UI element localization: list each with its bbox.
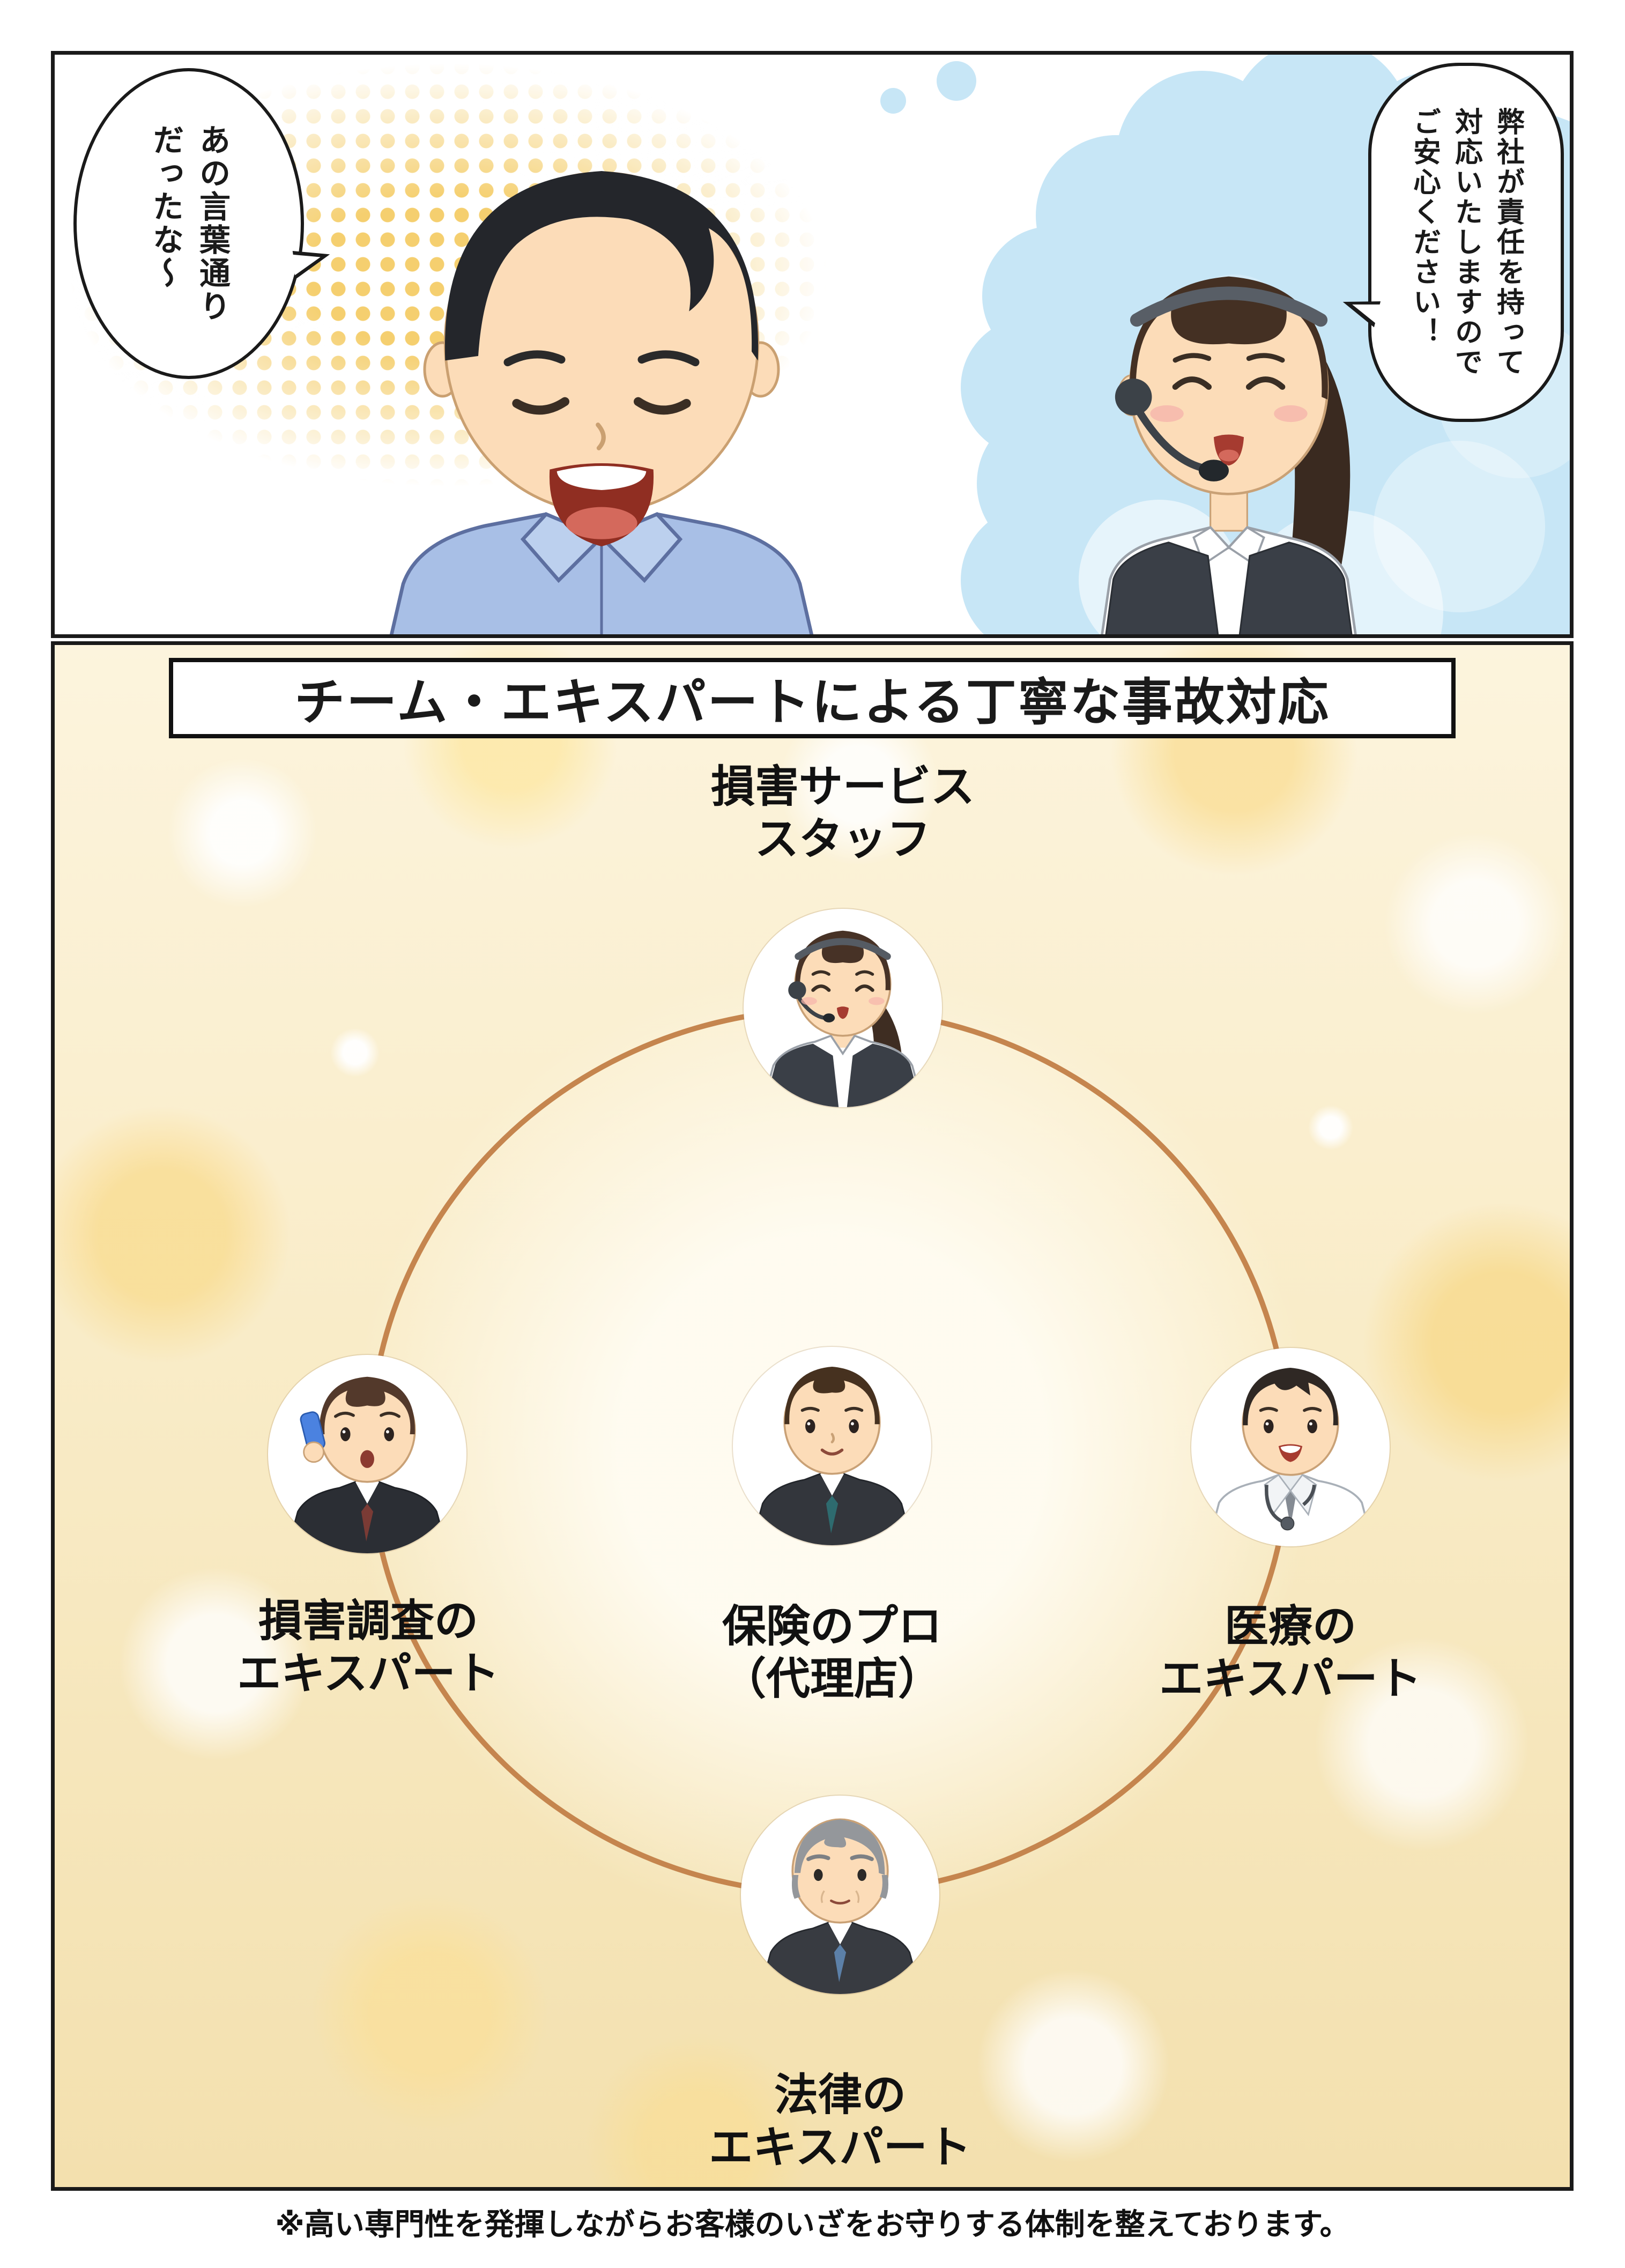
section-title-box: チーム・エキスパートによる丁寧な事故対応 bbox=[169, 658, 1456, 738]
label-legal-expert: 法律の エキスパート bbox=[709, 2071, 971, 2173]
label-claims-investigator: 損害調査の エキスパート bbox=[237, 1597, 500, 1699]
operator-speech-bubble: 弊社が責任を持って 対応いたしますので ご安心ください！ bbox=[1338, 63, 1564, 422]
avatar-claims-investigator bbox=[268, 1355, 466, 1553]
thought-trail-dot bbox=[880, 88, 906, 114]
bubble-tail-fill bbox=[292, 250, 323, 276]
team-diagram-panel: チーム・エキスパートによる丁寧な事故対応 損害サービス スタッフ bbox=[51, 641, 1574, 2191]
avatar-claims-staff bbox=[744, 909, 942, 1107]
operator-speech-text: 弊社が責任を持って 対応いたしますので ご安心ください！ bbox=[1408, 107, 1524, 377]
avatar-insurance-agent bbox=[733, 1347, 931, 1545]
label-claims-staff: 損害サービス スタッフ bbox=[710, 762, 975, 864]
man-speech-bubble: あの言葉通り だったな〜 bbox=[73, 68, 333, 379]
avatar-legal-expert bbox=[741, 1796, 939, 1994]
man-character bbox=[389, 171, 814, 634]
label-medical-expert: 医療の エキスパート bbox=[1159, 1602, 1422, 1704]
footnote: ※高い専門性を発揮しながらお客様のいざをお守りする体制を整えております。 bbox=[275, 2207, 1350, 2241]
avatar-medical-expert bbox=[1191, 1348, 1390, 1546]
thought-trail-dot bbox=[937, 61, 976, 101]
man-speech-text: あの言葉通り だったな〜 bbox=[148, 124, 229, 323]
top-comic-panel: あの言葉通り だったな〜 弊社が責任を持って 対応いたしますので ご安心ください… bbox=[51, 51, 1574, 638]
operator-character bbox=[1101, 276, 1357, 634]
label-insurance-agent: 保険のプロ （代理店） bbox=[722, 1602, 943, 1704]
section-title: チーム・エキスパートによる丁寧な事故対応 bbox=[294, 674, 1330, 730]
